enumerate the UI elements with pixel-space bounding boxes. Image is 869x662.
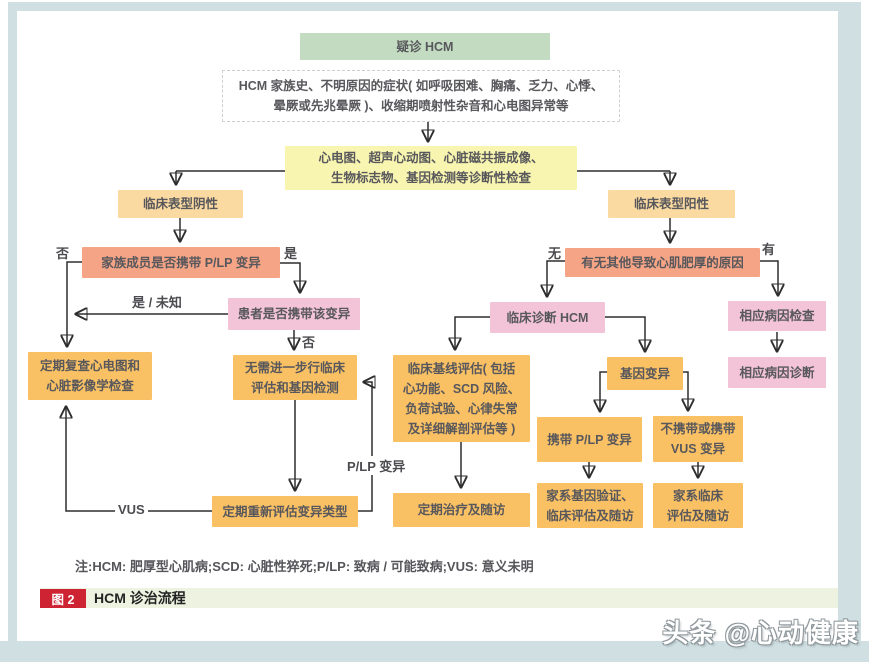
label-no-family: 否 (56, 246, 70, 261)
edge-dx-to-baseline (455, 316, 490, 349)
frame-top-bar (8, 2, 861, 11)
edge-dx-to-genevariant (605, 316, 645, 351)
node-suspected-hcm: 疑诊 HCM (300, 33, 550, 60)
label-yes-unknown: 是 / 未知 (132, 295, 182, 310)
frame-bottom-bar (0, 641, 869, 662)
edge-family-no-to-review (67, 261, 82, 346)
edge-reassess-plp-loop (358, 382, 372, 512)
figure-number-badge: 图 2 (40, 588, 86, 608)
node-clinical-dx-hcm: 临床诊断 HCM (490, 302, 605, 333)
edge-family-yes-to-patient (280, 262, 300, 292)
node-no-further-eval: 无需进一步行临床 评估和基因检测 (233, 355, 357, 400)
edge-causes-yes-to-exam (760, 260, 778, 295)
node-family-gene-verify: 家系基因验证、 临床评估及随访 (537, 483, 643, 528)
node-carries-plp: 携带 P/LP 变异 (537, 417, 642, 462)
node-other-causes: 有无其他导致心肌肥厚的原因 (565, 248, 760, 277)
figure-caption: 图 2 HCM 诊治流程 (40, 588, 838, 608)
label-have: 有 (762, 242, 776, 257)
node-gene-variant: 基因变异 (607, 357, 683, 390)
edge-reassess-vus-loop (66, 407, 212, 512)
label-no-patient: 否 (302, 335, 316, 350)
node-symptoms: HCM 家族史、不明原因的症状( 如呼吸困难、胸痛、乏力、心悸、 晕厥或先兆晕厥… (222, 70, 620, 122)
label-none: 无 (548, 246, 562, 261)
edge-gene-to-vus (683, 371, 688, 410)
node-baseline-eval: 临床基线评估( 包括 心功能、SCD 风险、 负荷试验、心律失常 及详细解剖评估… (393, 355, 530, 442)
edge-causes-none-to-dx (547, 260, 565, 296)
node-no-or-vus: 不携带或携带 VUS 变异 (653, 416, 743, 462)
node-periodic-review: 定期复查心电图和 心脏影像学检查 (28, 352, 152, 400)
node-family-clinical-eval: 家系临床 评估及随访 (653, 483, 743, 528)
frame-right-bar (838, 2, 861, 641)
node-phenotype-positive: 临床表型阳性 (608, 190, 735, 218)
abbreviation-note: 注:HCM: 肥厚型心肌病;SCD: 心脏性猝死;P/LP: 致病 / 可能致病… (75, 559, 534, 574)
node-patient-carries: 患者是否携带该变异 (228, 298, 360, 330)
node-etiology-exam: 相应病因检查 (728, 301, 826, 331)
node-etiology-dx: 相应病因诊断 (728, 357, 826, 388)
node-family-carries-plp: 家族成员是否携带 P/LP 变异 (82, 247, 280, 278)
label-plp-variant: P/LP 变异 (344, 456, 409, 475)
figure-title: HCM 诊治流程 (94, 590, 186, 606)
node-reassess-variant: 定期重新评估变异类型 (212, 496, 358, 527)
node-diagnostic-tests: 心电图、超声心动图、心脏磁共振成像、 生物标志物、基因检测等诊断性检查 (285, 146, 577, 190)
frame-left-bar (8, 2, 17, 641)
watermark-text: 头条 @心动健康 (662, 618, 859, 648)
node-periodic-treatment: 定期治疗及随访 (393, 493, 530, 527)
node-phenotype-negative: 临床表型阴性 (118, 190, 243, 218)
label-yes-family: 是 (284, 246, 298, 261)
label-vus: VUS (115, 502, 148, 517)
edge-gene-to-plp (600, 371, 607, 411)
